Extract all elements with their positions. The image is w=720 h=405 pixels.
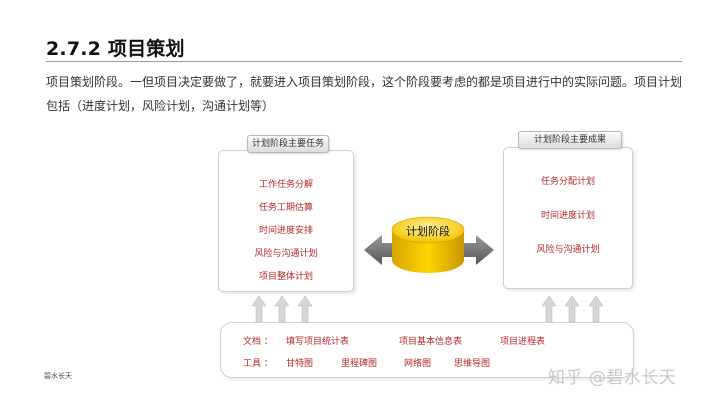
up-arrow-icon — [589, 296, 603, 322]
tool-item: 甘特图 — [286, 359, 314, 369]
intro-paragraph: 项目策划阶段。一但项目决定要做了，就要进入项目策划阶段，这个阶段要考虑的都是项目… — [46, 75, 683, 113]
up-arrow-icon — [565, 296, 579, 322]
tool-item: 网络图 — [404, 359, 432, 369]
tools-label: 工具 ： — [243, 359, 273, 369]
up-arrow-icon — [298, 296, 312, 322]
up-arrow-icon — [252, 296, 266, 322]
left-panel-header: 计划阶段主要任务 — [247, 135, 329, 153]
up-arrow-icon — [275, 296, 289, 322]
right-result-item: 任务分配计划 — [540, 177, 595, 187]
plan-stage-label: 计划阶段 — [406, 225, 450, 238]
right-panel-header: 计划阶段主要成果 — [518, 131, 622, 149]
doc-item: 填写项目统计表 — [286, 337, 350, 347]
doc-item: 项目基本信息表 — [399, 337, 463, 347]
up-arrow-icon — [542, 296, 556, 322]
tool-item: 思维导图 — [454, 359, 491, 369]
right-result-panel: 任务分配计划 时间进度计划 风险与沟通计划 — [503, 147, 633, 289]
left-task-item: 时间进度安排 — [258, 226, 313, 236]
left-task-panel: 工作任务分解 任务工期估算 时间进度安排 风险与沟通计划 项目整体计划 — [218, 150, 354, 292]
left-task-item: 工作任务分解 — [258, 180, 313, 190]
right-result-item: 风险与沟通计划 — [536, 245, 600, 255]
left-task-item: 任务工期估算 — [258, 203, 313, 213]
left-task-item: 风险与沟通计划 — [254, 249, 318, 259]
docs-label: 文档 ： — [243, 337, 273, 347]
page-title: 2.7.2 项目策划 — [46, 38, 185, 60]
docs-tools-panel: 文档 ： 填写项目统计表 项目基本信息表 项目进程表 工具 ： 甘特图 里程碑图… — [220, 322, 634, 378]
title-divider — [46, 61, 682, 62]
right-result-item: 时间进度计划 — [540, 211, 595, 221]
tool-item: 里程碑图 — [341, 359, 378, 369]
footer-author: 碧水长天 — [44, 372, 72, 380]
watermark: 知乎 @碧水长天 — [548, 368, 677, 388]
doc-item: 项目进程表 — [500, 337, 546, 347]
plan-stage-cylinder-icon — [391, 216, 465, 273]
left-task-item: 项目整体计划 — [258, 272, 313, 282]
